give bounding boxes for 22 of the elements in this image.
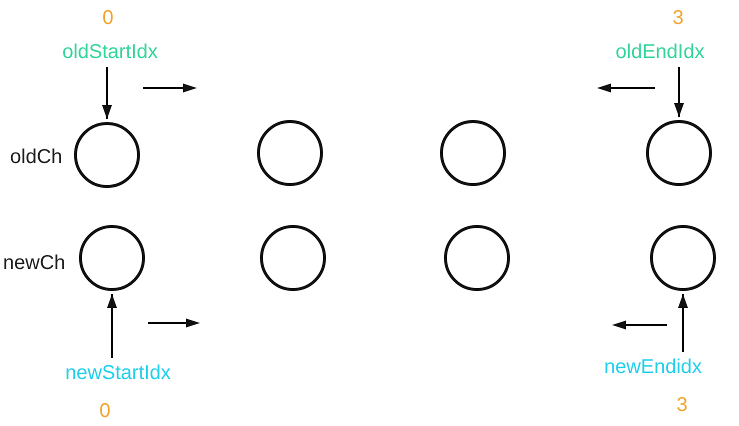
- empty-circle: [260, 225, 326, 291]
- empty-circle: [444, 225, 510, 291]
- row-label: oldCh: [10, 145, 62, 169]
- empty-circle: [650, 225, 716, 291]
- empty-circle: [646, 120, 712, 186]
- index-number: 0: [102, 6, 114, 30]
- pointer-label: newEndidx: [604, 355, 702, 379]
- pointer-label: oldEndIdx: [616, 40, 704, 64]
- arrow: [102, 67, 112, 119]
- index-number: 3: [672, 6, 684, 30]
- arrow: [107, 294, 117, 358]
- empty-circle: [440, 120, 506, 186]
- arrow: [678, 294, 688, 352]
- empty-circle: [79, 225, 145, 291]
- pointer-label: oldStartIdx: [62, 40, 158, 64]
- empty-circle: [74, 122, 140, 188]
- row-label: newCh: [3, 251, 66, 275]
- index-number: 0: [99, 399, 111, 423]
- empty-circle: [257, 120, 323, 186]
- arrow: [674, 67, 684, 117]
- pointer-label: newStartIdx: [65, 361, 171, 385]
- index-number: 3: [676, 393, 688, 417]
